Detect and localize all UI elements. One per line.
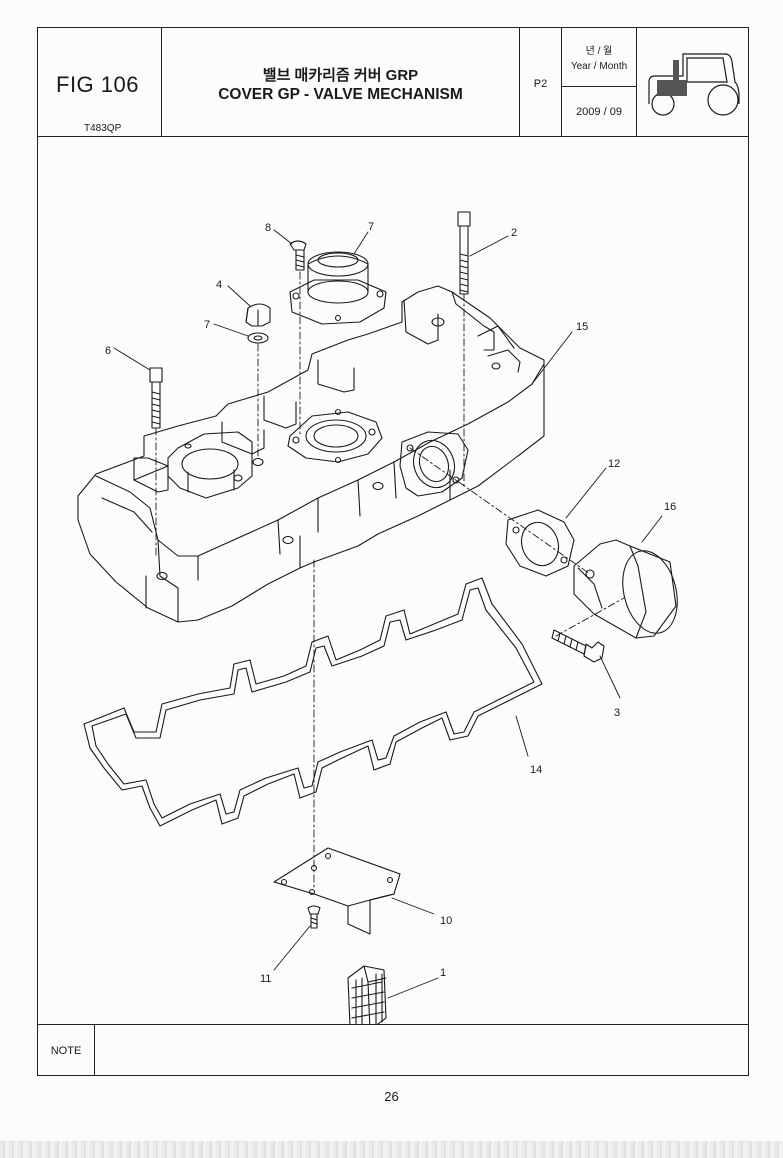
breather-cap-8 [289,251,387,325]
date-cell: 년 / 월 Year / Month 2009 / 09 [562,28,637,136]
cap-nut-4 [245,303,271,327]
flange-bolt-3 [551,629,605,663]
title-cell: 밸브 매카리즘 커버 GRP COVER GP - VALVE MECHANIS… [162,28,520,136]
title-english: COVER GP - VALVE MECHANISM [218,86,463,103]
callout-15: 15 [576,321,588,333]
catalog-frame: FIG 106 T483QP 밸브 매카리즘 커버 GRP COVER GP -… [37,27,749,1076]
strainer-1 [347,965,387,1024]
callout-labels: 8 7 4 7 7 6 2 15 12 16 3 14 10 11 1 [105,221,676,985]
callout-2: 2 [511,227,517,239]
note-label: NOTE [38,1025,95,1076]
elbow-outlet-16 [573,539,678,639]
long-bolt-2 [457,211,471,295]
washer-7 [247,332,269,344]
screw-9 [289,240,307,271]
date-label-box: 년 / 월 Year / Month [562,28,636,87]
callout-11: 11 [260,973,271,985]
date-value: 2009 / 09 [576,106,622,118]
note-row: NOTE [38,1024,748,1076]
leader-lines [113,229,663,999]
small-screw-11 [307,905,321,929]
page-number: 26 [384,1089,399,1104]
header-bar: FIG 106 T483QP 밸브 매카리즘 커버 GRP COVER GP -… [38,28,748,137]
exploded-parts-diagram: 8 7 4 7 7 6 2 15 12 16 3 14 10 11 1 [77,211,678,1024]
callout-3: 3 [614,707,620,719]
callout-6: 6 [105,345,111,357]
callout-10: 10 [440,915,452,927]
callout-16: 16 [664,501,676,513]
valve-cover-15 [77,285,545,623]
scan-edge [0,1141,783,1158]
callout-14: 14 [530,764,542,776]
page-code-cell: P2 [520,28,562,136]
callout-7b: 7 [204,319,210,331]
page-code: P2 [533,78,548,90]
title-korean: 밸브 매카리즘 커버 GRP [262,67,419,84]
callout-8: 7 [368,221,374,233]
baffle-plate-10 [273,847,401,935]
icon-cell [637,28,750,136]
gasket-12 [505,509,575,577]
callout-4: 4 [216,279,222,291]
cover-gasket-14 [83,577,543,827]
model-code: T483QP [84,123,122,134]
callout-1: 1 [440,967,446,979]
assembly-centerlines [155,271,625,889]
callout-9: 8 [265,222,271,234]
bolt-6 [149,367,163,429]
callout-12: 12 [608,458,620,470]
date-label-korean: 년 / 월 [585,46,613,57]
fig-label: FIG 106 [56,72,139,97]
fig-cell: FIG 106 T483QP [38,28,162,136]
tractor-icon [648,53,740,116]
date-label-english: Year / Month [570,61,628,72]
